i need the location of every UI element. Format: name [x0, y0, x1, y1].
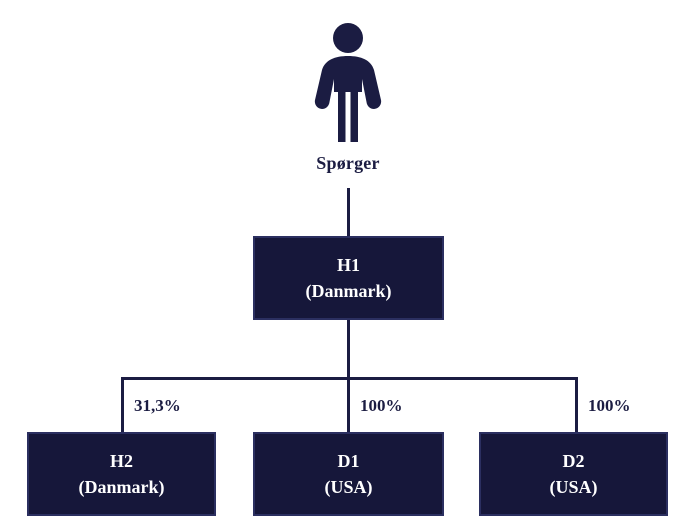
node-h2[interactable]: H2 (Danmark)	[27, 432, 216, 516]
node-h2-country: (Danmark)	[78, 477, 165, 497]
connector-bus-to-d2	[575, 377, 578, 433]
connector-h1-to-bus	[347, 320, 350, 379]
node-d1[interactable]: D1 (USA)	[253, 432, 444, 516]
connector-bus-to-h2	[121, 377, 124, 433]
node-d2[interactable]: D2 (USA)	[479, 432, 668, 516]
node-h1-country: (Danmark)	[305, 281, 392, 301]
node-d1-country: (USA)	[324, 477, 373, 497]
node-h2-name: H2	[109, 451, 133, 471]
node-d2-country: (USA)	[549, 477, 598, 497]
connector-root-to-h1	[347, 188, 350, 238]
edge-label-d2: 100%	[588, 396, 631, 415]
node-d2-name: D2	[562, 451, 585, 471]
root-label: Spørger	[316, 153, 380, 173]
edge-label-d1: 100%	[360, 396, 403, 415]
node-h1[interactable]: H1 (Danmark)	[253, 236, 444, 320]
node-h1-name: H1	[336, 255, 360, 275]
edge-label-h2: 31,3%	[134, 396, 181, 415]
node-d1-name: D1	[337, 451, 360, 471]
person-icon	[309, 22, 387, 144]
connector-bus-to-d1	[347, 377, 350, 433]
